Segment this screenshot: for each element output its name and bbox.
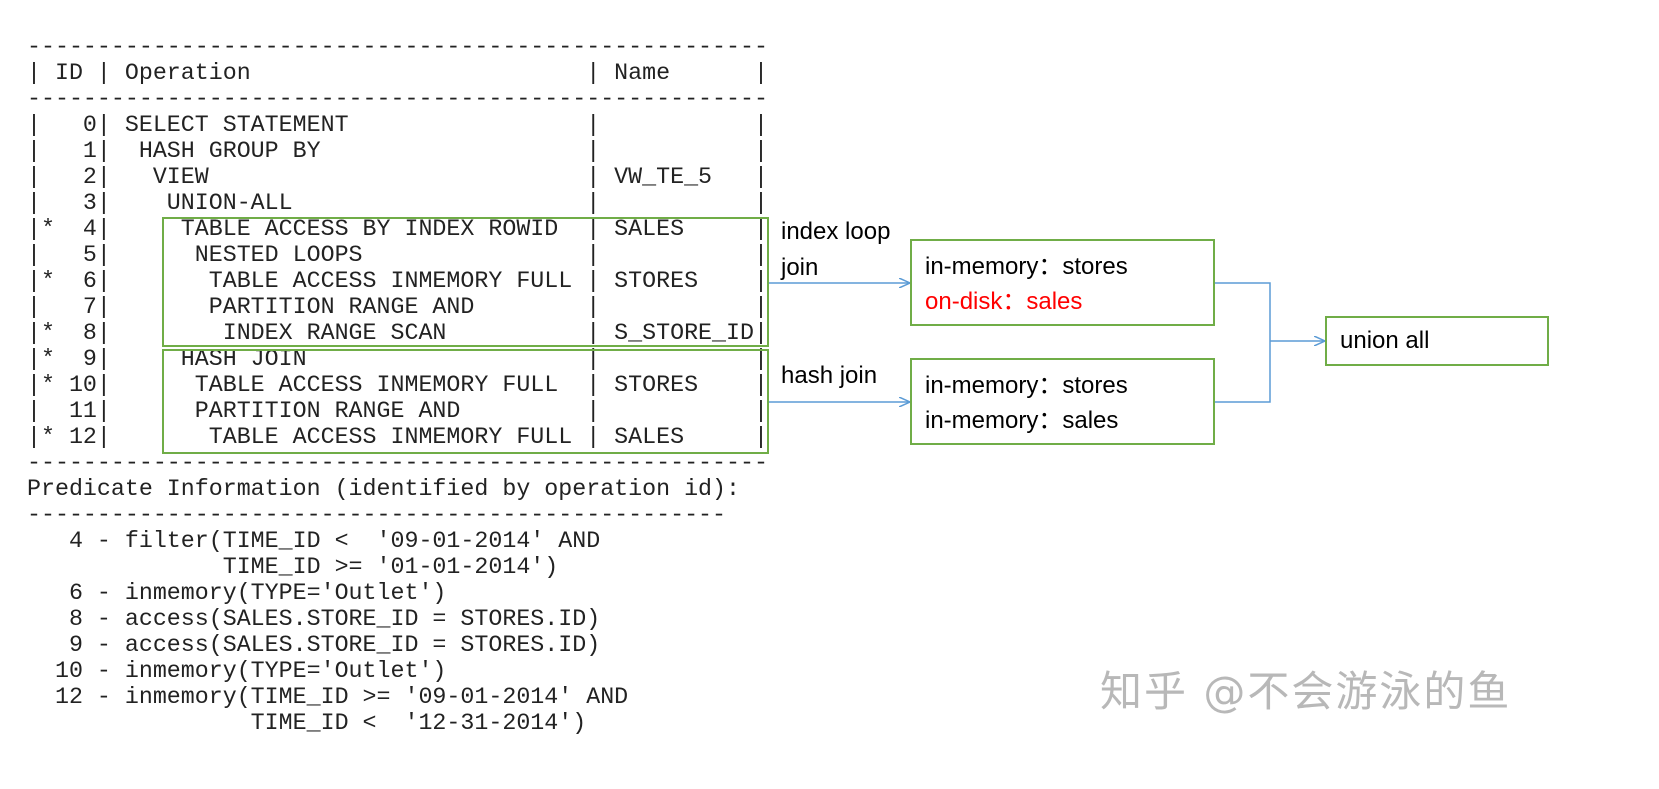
execution-plan: ----------------------------------------… bbox=[27, 34, 768, 736]
predicate-line: 9 - access(SALES.STORE_ID = STORES.ID) bbox=[27, 632, 601, 658]
hash-join-group-box bbox=[162, 349, 769, 454]
plan-row: | 11| PARTITION RANGE AND | | bbox=[27, 398, 768, 424]
plan-row: |* 12| TABLE ACCESS INMEMORY FULL | SALE… bbox=[27, 424, 768, 450]
in-memory-text: in-memory：stores bbox=[925, 253, 1128, 280]
predicate-line: TIME_ID < '12-31-2014') bbox=[27, 710, 587, 736]
plan-row: |* 6| TABLE ACCESS INMEMORY FULL | STORE… bbox=[27, 268, 768, 294]
hash-join-label: hash join bbox=[781, 362, 878, 389]
divider: ----------------------------------------… bbox=[27, 34, 768, 60]
plan-row: | 1| HASH GROUP BY | | bbox=[27, 138, 768, 164]
plan-header: | ID | Operation | Name | bbox=[27, 60, 768, 86]
plan-row: | 2| VIEW | VW_TE_5 | bbox=[27, 164, 768, 190]
plan-row: |* 4| TABLE ACCESS BY INDEX ROWID | SALE… bbox=[27, 216, 768, 242]
plan-row: |* 10| TABLE ACCESS INMEMORY FULL | STOR… bbox=[27, 372, 768, 398]
label-line: join bbox=[781, 254, 819, 281]
predicate-line: 6 - inmemory(TYPE='Outlet') bbox=[27, 580, 447, 606]
on-disk-text: on-disk：sales bbox=[925, 288, 1083, 315]
index-loop-group-box bbox=[162, 217, 769, 347]
hash-join-storage-box: in-memory：stores in-memory：sales bbox=[910, 358, 1215, 445]
predicate-line: 12 - inmemory(TIME_ID >= '09-01-2014' AN… bbox=[27, 684, 629, 710]
divider: ----------------------------------------… bbox=[27, 502, 727, 528]
merge-connector bbox=[1214, 282, 1271, 403]
predicate-line: 10 - inmemory(TYPE='Outlet') bbox=[27, 658, 447, 684]
plan-row: |* 8| INDEX RANGE SCAN | S_STORE_ID| bbox=[27, 320, 768, 346]
index-loop-join-label: index loop join bbox=[781, 214, 890, 286]
predicate-title: Predicate Information (identified by ope… bbox=[27, 476, 741, 502]
predicate-line: 4 - filter(TIME_ID < '09-01-2014' AND bbox=[27, 528, 601, 554]
index-loop-storage-box: in-memory：stores on-disk：sales bbox=[910, 239, 1215, 326]
union-all-box: union all bbox=[1325, 316, 1549, 366]
predicate-line: 8 - access(SALES.STORE_ID = STORES.ID) bbox=[27, 606, 601, 632]
in-memory-text: in-memory：stores bbox=[925, 372, 1128, 399]
divider: ----------------------------------------… bbox=[27, 86, 768, 112]
divider: ----------------------------------------… bbox=[27, 450, 768, 476]
plan-row: | 5| NESTED LOOPS | | bbox=[27, 242, 768, 268]
plan-row: | 3| UNION-ALL | | bbox=[27, 190, 768, 216]
label-line: index loop bbox=[781, 218, 891, 245]
plan-row: | 7| PARTITION RANGE AND | | bbox=[27, 294, 768, 320]
union-all-text: union all bbox=[1340, 327, 1430, 354]
plan-row: | 0| SELECT STATEMENT | | bbox=[27, 112, 768, 138]
predicate-line: TIME_ID >= '01-01-2014') bbox=[27, 554, 559, 580]
in-memory-text: in-memory：sales bbox=[925, 407, 1119, 434]
watermark: 知乎 @不会游泳的鱼 bbox=[1100, 667, 1512, 716]
